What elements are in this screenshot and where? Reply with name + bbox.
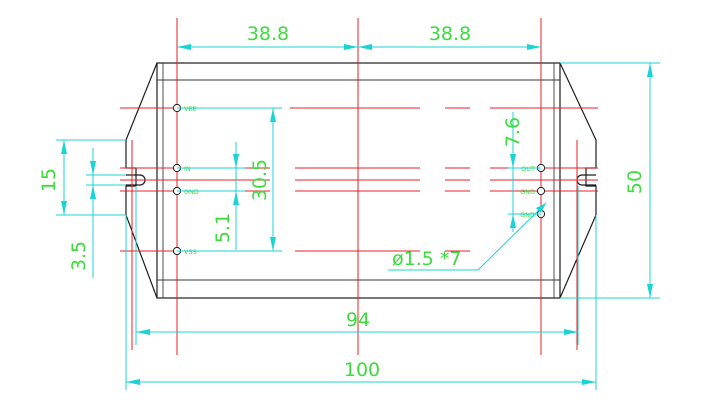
hole-callout: ø1.5 *7 [388, 202, 547, 271]
arrow [177, 44, 191, 50]
arrow [527, 44, 541, 50]
dim-text-length: 100 [344, 359, 380, 381]
arrow [358, 44, 372, 50]
arrow [126, 379, 140, 385]
pin-label-gnd-2: GND [520, 211, 535, 219]
arrow [536, 203, 546, 213]
dim-text-height: 50 [624, 170, 646, 194]
pin-label-gnd: GND [184, 188, 199, 196]
arrow [90, 185, 96, 199]
right-flange [559, 62, 597, 299]
pin-label-gnd-1: GND [520, 188, 535, 196]
dim-length: 100 [125, 215, 597, 390]
dim-text-pitch-right: 38.8 [429, 23, 471, 45]
left-flange [125, 62, 158, 299]
leader-line [477, 202, 547, 271]
arrow [270, 108, 276, 122]
dim-pin-span: 30.5 [177, 107, 282, 252]
dim-text-hole-callout: ø1.5 *7 [392, 248, 461, 270]
dim-slot-height: 15 [38, 139, 126, 216]
dim-text-slot-height: 15 [38, 168, 60, 192]
arrow [61, 140, 67, 154]
dim-text-pin-span: 30.5 [249, 159, 271, 201]
arrow [233, 191, 239, 205]
pin-label-out: OUT [521, 165, 535, 173]
arrow [136, 329, 150, 335]
arrow [582, 379, 596, 385]
dim-hole-span: 94 [135, 186, 579, 345]
pin-hole-gnd-1 [536, 186, 546, 196]
arrow [61, 201, 67, 215]
pin-label-in: IN [184, 165, 191, 173]
pin-label-vee: VEE [184, 105, 197, 113]
dim-text-pin-pitch: 5.1 [212, 213, 234, 243]
arrow [647, 284, 653, 298]
pin-label-vss: VSS [184, 248, 197, 256]
arrow [344, 44, 358, 50]
arrow [647, 63, 653, 77]
arrow [564, 329, 578, 335]
arrow [510, 154, 516, 168]
dim-text-right-pin: 7.6 [502, 117, 524, 147]
centerlines [120, 18, 598, 355]
arrow [90, 161, 96, 175]
dim-text-slot-offset: 3.5 [68, 241, 90, 271]
arrow [233, 154, 239, 168]
dim-slot-offset: 3.5 [68, 148, 126, 278]
dim-pin-pitch: 5.1 [177, 142, 245, 250]
dim-top: 38.8 38.8 [177, 23, 541, 50]
arrow [270, 237, 276, 251]
dim-text-hole-span: 94 [346, 309, 370, 331]
arrow [510, 214, 516, 228]
dim-height: 50 [560, 62, 660, 299]
dim-text-pitch-left: 38.8 [247, 23, 289, 45]
